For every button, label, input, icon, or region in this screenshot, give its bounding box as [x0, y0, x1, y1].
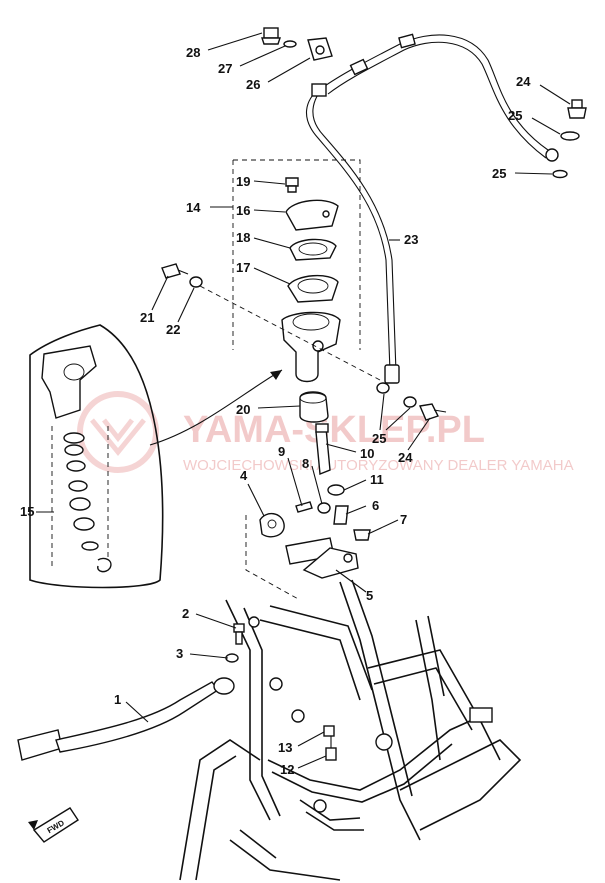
frame-structure: [179, 579, 522, 881]
inset-pointer: [149, 369, 283, 446]
callout-24-upper: 24: [516, 74, 531, 89]
master-cylinder-group: [281, 177, 341, 423]
callout-27: 27: [218, 61, 232, 76]
callout-6: 6: [372, 498, 379, 513]
callout-21: 21: [140, 310, 154, 325]
upper-banjo-group: [545, 99, 587, 179]
callout-25-right: 25: [492, 166, 506, 181]
callout-labels: 28 27 26 24 25 25 19 14 16 18 17 23 21 2…: [20, 45, 531, 777]
callout-8: 8: [302, 456, 309, 471]
group-14-bracket: [232, 159, 361, 350]
callout-26: 26: [246, 77, 260, 92]
callout-12: 12: [280, 762, 294, 777]
callout-25-lower: 25: [372, 431, 386, 446]
callout-1: 1: [114, 692, 121, 707]
watermark-logo-ring: [77, 391, 159, 473]
pushrod-group: [259, 423, 371, 579]
watermark-main-text: YAMA-SKLEP.PL: [183, 409, 485, 451]
callout-18: 18: [236, 230, 250, 245]
callout-10: 10: [360, 446, 374, 461]
callout-28: 28: [186, 45, 200, 60]
callout-16: 16: [236, 203, 250, 218]
callout-leaders: [125, 32, 571, 769]
pivot-axis: [245, 515, 301, 601]
callout-13: 13: [278, 740, 292, 755]
watermark-logo-mark: [90, 418, 146, 456]
brake-pedal-group: [17, 623, 337, 761]
callout-24-lower: 24: [398, 450, 413, 465]
inset-pointer-arrowhead: [270, 370, 282, 380]
inset-detail: [29, 324, 164, 589]
callout-2: 2: [182, 606, 189, 621]
mount-axis: [199, 285, 381, 381]
forward-direction-badge: FWD: [28, 807, 79, 843]
callout-7: 7: [400, 512, 407, 527]
brake-hose: [305, 33, 549, 384]
callout-22: 22: [166, 322, 180, 337]
callout-20: 20: [236, 402, 250, 417]
watermark-sub-text: WOJCIECHOWSKI AUTORYZOWANY DEALER YAMAHA: [183, 457, 574, 474]
callout-23: 23: [404, 232, 418, 247]
callout-3: 3: [176, 646, 183, 661]
callout-19: 19: [236, 174, 250, 189]
callout-25-upper: 25: [508, 108, 522, 123]
callout-15: 15: [20, 504, 34, 519]
hose-clamp-group: [261, 27, 333, 61]
lower-banjo-group: [376, 382, 447, 421]
callout-4: 4: [240, 468, 248, 483]
callout-14: 14: [186, 200, 201, 215]
callout-11: 11: [370, 472, 384, 487]
callout-5: 5: [366, 588, 373, 603]
callout-9: 9: [278, 444, 285, 459]
mount-bolt-group: [161, 263, 203, 288]
callout-17: 17: [236, 260, 250, 275]
